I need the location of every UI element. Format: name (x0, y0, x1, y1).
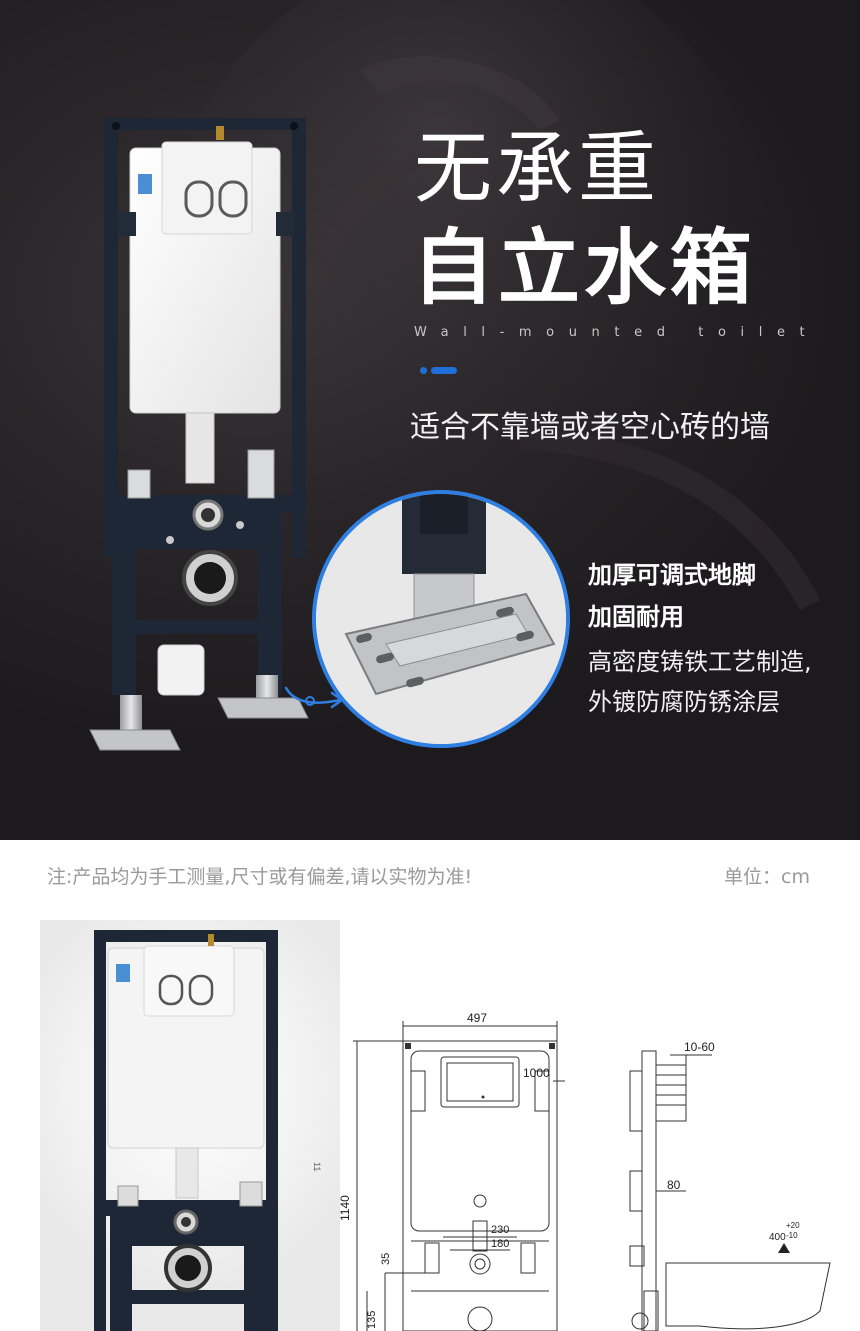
side-dimension-drawing: 10-60 80 400 +20 -10 (629, 1040, 831, 1331)
dim-height: 1140 (338, 1195, 352, 1221)
dim-width: 497 (467, 1011, 487, 1025)
background-silhouette (170, 0, 820, 610)
foot-closeup-image (312, 490, 570, 748)
hero-banner: 无承重 自立水箱 Wall-mounted toilet 适合不靠墙或者空心砖的… (0, 0, 860, 840)
dim-side-35: 35 (380, 1253, 392, 1265)
feature-line-4: 外镀防腐防锈涂层 (588, 688, 780, 716)
hero-tagline: 适合不靠墙或者空心砖的墙 (410, 410, 770, 445)
feature-line-3: 高密度铸铁工艺制造, (588, 648, 812, 676)
hero-subtitle-en: Wall-mounted toilet (414, 325, 820, 340)
feature-line-2: 加固耐用 (588, 603, 684, 631)
dim-bottom-135: 135 (366, 1311, 378, 1329)
dim-tolerance-plus: +20 (786, 1221, 800, 1230)
accent-bar (431, 367, 457, 374)
unit-label: 单位：cm (724, 866, 810, 888)
dim-tolerance-minus: -10 (786, 1231, 798, 1240)
dim-depth-80: 80 (667, 1178, 681, 1192)
hero-title-line2: 自立水箱 (412, 221, 757, 316)
frame-product-image (89, 118, 309, 751)
dim-depth-range: 10-60 (684, 1040, 715, 1054)
dim-outlet-outer: 230 (491, 1224, 509, 1236)
frame-product-photo (94, 930, 278, 1331)
dim-height-faint: 1140 (312, 1162, 322, 1172)
dim-tolerance-base: 400 (769, 1232, 786, 1243)
accent-dot (420, 367, 427, 374)
svg-text:1140: 1140 (312, 1162, 322, 1172)
dim-outlet-inner: 180 (491, 1238, 509, 1250)
hero-title-line1: 无承重 (414, 124, 661, 214)
dim-flush-height: 1000 (523, 1066, 550, 1080)
front-dimension-drawing: 497 1140 1000 230 180 35 135 (338, 1011, 565, 1331)
measurement-note: 注:产品均为手工测量,尺寸或有偏差,请以实物为准! (47, 866, 473, 888)
feature-line-1: 加厚可调式地脚 (588, 561, 756, 589)
